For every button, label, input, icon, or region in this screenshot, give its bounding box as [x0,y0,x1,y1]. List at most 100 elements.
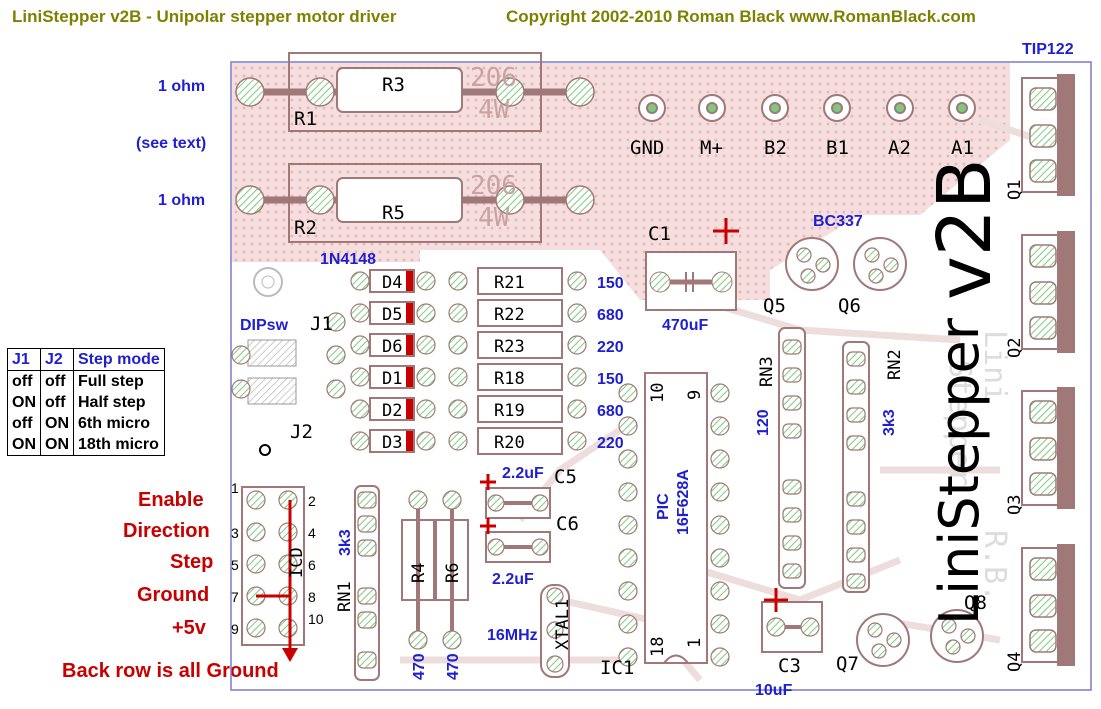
rn3-value: 120 [755,409,772,436]
terminal-mplus: M+ [700,137,723,159]
pin-number: 4 [308,525,316,541]
label-j1: J1 [310,313,333,335]
r2-value-label: 1 ohm [158,192,206,209]
label-resistor: R21 [494,273,525,293]
pin-number: 2 [308,493,316,509]
pin-number: 1 [231,480,239,496]
table-cell: Half step [78,394,146,411]
table-header-mode: Step mode [73,348,165,371]
label-r1: R1 [294,108,317,130]
table-cell: off [7,370,41,392]
pads-power [235,77,595,215]
back-row-note: Back row is all Ground [62,660,279,682]
c1-plus-icon [713,218,739,244]
pad [495,77,525,107]
ic-pin-label: 10 [648,383,668,403]
label-rn2: RN2 [885,349,905,380]
pin-number: 9 [231,621,239,637]
pin-number: 8 [308,589,316,605]
terminal-b2: B2 [764,137,787,159]
table-cell: off [40,392,74,413]
step-label: Step [170,551,214,573]
pad [305,77,335,107]
resistor-value: 220 [597,339,624,356]
pad [565,185,595,215]
label-resistor: R22 [494,305,525,325]
resistor-value: 680 [597,307,624,324]
ground-label: Ground [137,584,210,606]
c1-value-label: 470uF [662,317,708,334]
pin-number: 10 [308,611,324,627]
tip122-transistors [1021,74,1075,666]
terminal-a1: A1 [951,137,974,159]
label-q2: Q2 [1005,338,1025,358]
terminal-a2: A2 [888,137,911,159]
label-resistor: R23 [494,337,525,357]
pin-number: 5 [231,557,239,573]
tip122-pads [1029,87,1057,653]
label-q4: Q4 [1005,652,1025,672]
r4-value: 470 [411,653,428,680]
resistor-value: 150 [597,371,624,388]
pad [235,77,265,107]
pin-number: 6 [308,557,316,573]
table-row: off off Full step [7,370,165,392]
rn2-value: 3k3 [881,409,898,436]
table-row: ON ON 18th micro [7,434,165,456]
label-diode: D3 [382,433,402,453]
enable-label: Enable [138,489,204,511]
label-diode: D1 [382,369,402,389]
label-q7: Q7 [836,653,859,675]
transistor-body [1057,74,1075,196]
diode-resistor-network [350,267,587,455]
rn1-r4-r6 [354,485,469,681]
c5-value-label: 2.2uF [502,465,544,482]
r6-value: 470 [445,653,462,680]
ic-type: 16F628A [675,469,692,535]
label-r5: R5 [382,202,405,224]
transistor-body [1057,387,1075,509]
pin-number: 3 [231,525,239,541]
jumper-j2 [247,377,297,405]
pad [565,77,595,107]
step-mode-table: J1 J2 Step mode off off Full step ON off… [7,348,165,456]
screw-terminals [638,94,976,122]
see-text-note: (see text) [136,135,207,152]
label-q8: Q8 [964,592,987,614]
pad [305,185,335,215]
label-r2: R2 [294,217,317,239]
label-rn1: RN1 [335,581,355,612]
ground-arrow-icon [282,648,298,662]
c6-value-label: 2.2uF [492,571,534,588]
label-r3: R3 [382,74,405,96]
table-cell: ON [40,413,74,434]
bc337-label: BC337 [813,213,863,230]
label-resistor: R18 [494,369,525,389]
label-c1: C1 [648,223,671,245]
trimmer-icon [253,267,283,297]
table-cell: Full step [78,373,144,390]
table-cell: ON [40,434,74,456]
table-row: off ON 6th micro [7,413,165,434]
logo-ghost-text: R.B. [977,530,1012,602]
crystal-value-label: 16MHz [487,627,538,644]
label-c5: C5 [554,466,577,488]
table-cell: 18th micro [78,436,159,453]
logo-ghost-text: Stepper [942,360,977,486]
power-mark: 206 [470,171,517,201]
label-r4: R4 [409,563,429,583]
c3-value-label: 10uF [755,682,793,699]
logo-ghost-text: Lini [977,330,1012,402]
logo-version: v2B [922,158,1008,300]
terminal-gnd: GND [630,137,664,159]
label-rn3: RN3 [757,356,777,387]
table-cell: ON [7,434,41,456]
ic-pin-label: 9 [685,390,705,400]
transistor-body [1057,231,1075,353]
label-ic1: IC1 [600,657,634,679]
terminal-b1: B1 [826,137,849,159]
pad [495,185,525,215]
diode-type-label: 1N4148 [320,251,376,268]
c3-plus-icon [764,588,788,612]
